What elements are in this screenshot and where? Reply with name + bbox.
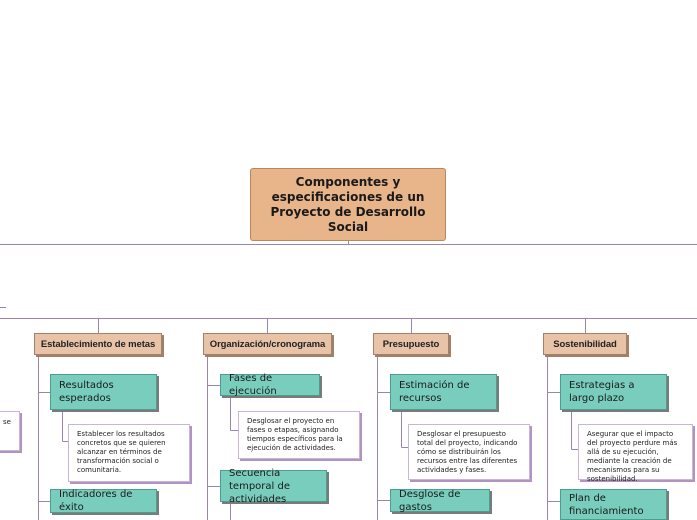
note-text: Asegurar que el impacto del proyecto per… xyxy=(587,430,678,483)
topic-label: Desglose de gastos xyxy=(399,488,461,513)
note-text: Desglosar el presupuesto total del proye… xyxy=(417,430,518,474)
note-fases-de-ejecucion[interactable]: Desglosar el proyecto en fases o etapas,… xyxy=(238,411,360,459)
topic-desglose-de-gastos[interactable]: Desglose de gastos xyxy=(390,488,490,513)
topic-indicadores-de-exito[interactable]: Indicadores de éxito xyxy=(50,489,157,513)
category-presupuesto[interactable]: Presupuesto xyxy=(373,333,449,355)
note-estrategias-a-largo-plazo[interactable]: Asegurar que el impacto del proyecto per… xyxy=(578,424,693,483)
note-estimacion-de-recursos[interactable]: Desglosar el presupuesto total del proye… xyxy=(408,424,530,480)
category-label: Establecimiento de metas xyxy=(40,338,156,350)
category-label: Presupuesto xyxy=(382,338,440,350)
topic-estrategias-a-largo-plazo[interactable]: Estrategias a largo plazo xyxy=(560,374,667,410)
category-organizacion-cronograma[interactable]: Organización/cronograma xyxy=(203,333,332,355)
note-resultados-esperados[interactable]: Establecer los resultados concretos que … xyxy=(68,424,190,482)
central-topic[interactable]: Componentes y especificaciones de un Pro… xyxy=(250,168,446,241)
note-text: Desglosar el proyecto en fases o etapas,… xyxy=(247,417,343,452)
note-text: Establecer los resultados concretos que … xyxy=(77,430,166,474)
topic-label: Estrategias a largo plazo xyxy=(569,380,635,404)
topic-label: Secuencia temporal de actividades xyxy=(229,467,290,505)
topic-label: Indicadores de éxito xyxy=(59,489,133,513)
topic-label: Estimación de recursos xyxy=(399,380,470,404)
category-sostenibilidad[interactable]: Sostenibilidad xyxy=(543,333,627,355)
offscreen-note-text: se xyxy=(3,418,11,426)
topic-fases-de-ejecucion[interactable]: Fases de ejecución xyxy=(220,373,320,397)
topic-label: Resultados esperados xyxy=(59,380,114,404)
topic-resultados-esperados[interactable]: Resultados esperados xyxy=(50,374,157,410)
category-establecimiento-de-metas[interactable]: Establecimiento de metas xyxy=(34,333,162,355)
topic-label: Fases de ejecución xyxy=(229,373,277,397)
topic-plan-de-financiamiento[interactable]: Plan de financiamiento xyxy=(560,489,667,520)
topic-secuencia-temporal-de-actividades[interactable]: Secuencia temporal de actividades xyxy=(220,468,327,505)
category-label: Organización/cronograma xyxy=(209,338,326,350)
offscreen-note-fragment: se xyxy=(0,411,20,451)
category-label: Sostenibilidad xyxy=(553,338,617,350)
central-topic-text: Componentes y especificaciones de un Pro… xyxy=(270,174,426,234)
topic-label: Plan de financiamiento xyxy=(569,492,644,517)
topic-estimacion-de-recursos[interactable]: Estimación de recursos xyxy=(390,374,497,410)
